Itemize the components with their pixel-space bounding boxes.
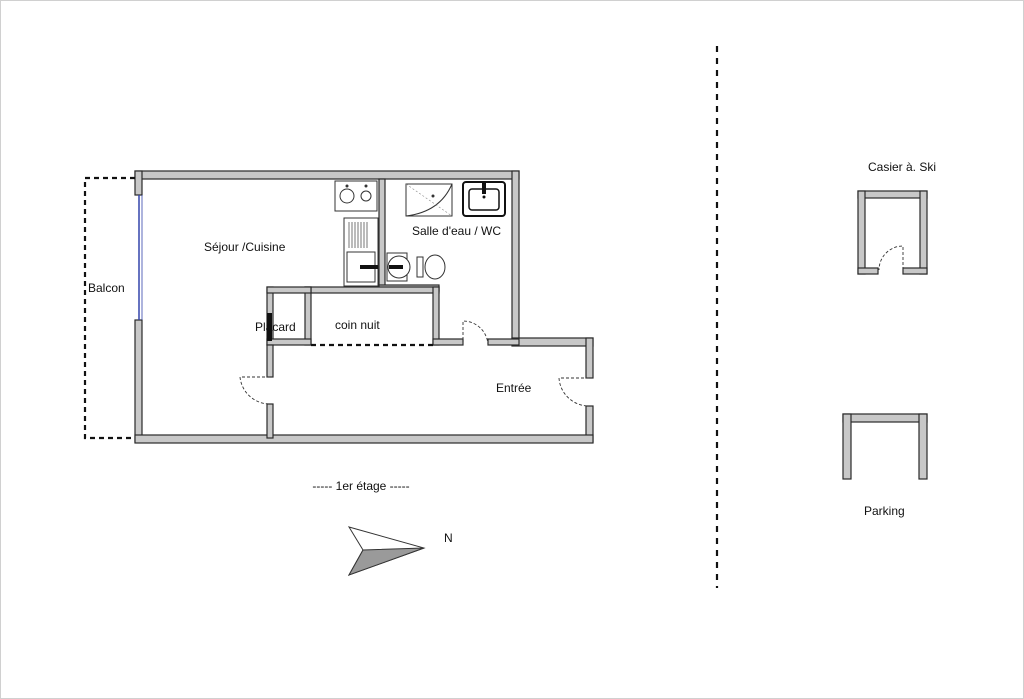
casier-label: Casier à. Ski	[868, 160, 936, 174]
hob	[334, 180, 378, 212]
doors	[239, 320, 590, 407]
balcony-outline	[83, 176, 135, 440]
ski-locker	[857, 190, 928, 275]
placard-label: Placard	[255, 320, 296, 334]
toilet	[386, 252, 446, 282]
floor-label: ----- 1er étage -----	[312, 479, 409, 493]
entree-label: Entrée	[496, 381, 532, 395]
shower	[405, 183, 453, 217]
north-arrow-icon	[347, 526, 426, 576]
parking-space	[842, 413, 928, 480]
sejour-label: Séjour /Cuisine	[204, 240, 286, 254]
north-label: N	[444, 531, 453, 545]
parking-label: Parking	[864, 504, 905, 518]
exterior-walls	[134, 170, 594, 444]
interior-walls	[266, 178, 520, 439]
kitchen-sink	[343, 217, 379, 287]
salle-eau-label: Salle d'eau / WC	[412, 224, 501, 238]
balcon-label: Balcon	[88, 281, 125, 295]
placard-door	[267, 313, 272, 341]
coin-nuit-label: coin nuit	[335, 318, 380, 332]
washbasin	[462, 181, 506, 217]
